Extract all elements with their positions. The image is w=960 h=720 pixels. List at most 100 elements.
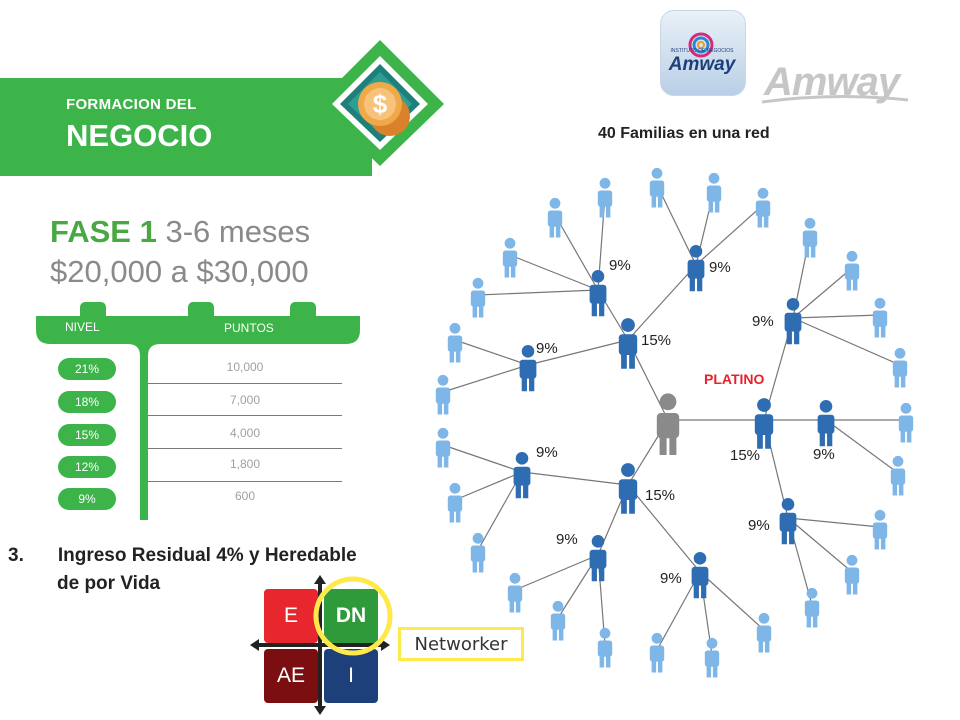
levels-table-frame: [36, 302, 360, 520]
person-icon: [844, 250, 860, 291]
table-header-level: NIVEL: [65, 320, 100, 334]
person-icon: [618, 318, 638, 369]
person-icon: [892, 347, 908, 388]
network-link: [792, 267, 853, 319]
amway-badge-icon: [688, 32, 714, 58]
person-icon: [547, 197, 563, 238]
platino-label: PLATINO: [704, 371, 765, 387]
network-link: [514, 554, 599, 591]
person-icon: [649, 167, 665, 208]
person-icon: [618, 463, 638, 514]
points-value: 600: [234, 489, 256, 503]
percent-label: 9%: [536, 340, 558, 357]
network-link: [695, 204, 764, 266]
quadrant-e: E: [264, 589, 318, 643]
network-link: [656, 571, 701, 651]
network-link: [527, 339, 629, 366]
person-icon: [872, 297, 888, 338]
highlight-circle: [313, 576, 393, 656]
network-link: [792, 314, 881, 319]
level-pill: 12%: [58, 456, 116, 478]
income-line-1: Ingreso Residual 4% y Heredable: [57, 545, 357, 566]
quadrant-i: I: [324, 649, 378, 703]
points-value: 4,000: [229, 426, 261, 440]
person-icon: [435, 374, 451, 415]
network-title: 40 Familias en una red: [598, 125, 770, 142]
person-icon: [691, 552, 709, 599]
person-icon: [649, 632, 665, 673]
person-icon: [817, 400, 835, 447]
network-link: [699, 571, 765, 631]
dollar-coin-icon: $: [316, 40, 444, 166]
level-pill: 18%: [58, 391, 116, 413]
person-icon: [755, 187, 771, 228]
income-number: 3.: [8, 545, 24, 566]
points-value: 10,000: [226, 360, 264, 374]
person-icon: [844, 554, 860, 595]
platino-person-icon: [656, 393, 680, 455]
level-pill: 9%: [58, 488, 116, 510]
person-icon: [597, 627, 613, 668]
person-icon: [754, 398, 774, 449]
amway-institute-logo: [660, 10, 746, 96]
level-pill: 21%: [58, 358, 116, 380]
network-link: [454, 339, 529, 366]
person-icon: [597, 177, 613, 218]
person-icon: [470, 532, 486, 573]
network-link: [627, 264, 697, 341]
percent-label: 9%: [660, 570, 682, 587]
person-icon: [706, 172, 722, 213]
table-divider: [148, 481, 342, 482]
person-icon: [589, 270, 607, 317]
percent-label: 9%: [748, 517, 770, 534]
income-line-2: de por Vida: [57, 573, 161, 594]
network-link: [627, 484, 701, 573]
banner-subtitle: FORMACION DEL: [66, 96, 197, 113]
phase-heading: FASE 1 3-6 meses: [50, 214, 310, 250]
points-value: 1,800: [229, 457, 261, 471]
network-link: [825, 419, 899, 474]
percent-label: 15%: [645, 487, 676, 504]
network-link: [787, 517, 853, 573]
table-divider: [148, 415, 342, 416]
person-icon: [519, 345, 537, 392]
network-link: [454, 471, 523, 501]
person-icon: [470, 277, 486, 318]
percent-label: 9%: [609, 257, 631, 274]
person-icon: [447, 322, 463, 363]
percent-label: 9%: [536, 444, 558, 461]
person-icon: [784, 298, 802, 345]
network-link: [521, 471, 629, 486]
percent-label: 9%: [813, 446, 835, 463]
person-icon: [550, 600, 566, 641]
points-value: 7,000: [229, 393, 261, 407]
quadrant-dn: DN: [324, 589, 378, 643]
person-icon: [890, 455, 906, 496]
person-icon: [898, 402, 914, 443]
banner-title: NEGOCIO: [66, 118, 213, 153]
table-header-points: PUNTOS: [224, 321, 274, 335]
wordmark-swoosh: [761, 94, 909, 104]
person-icon: [704, 637, 720, 678]
svg-text:$: $: [373, 89, 388, 119]
network-link: [509, 254, 599, 291]
person-icon: [513, 452, 531, 499]
section-banner: [0, 78, 372, 176]
person-icon: [687, 245, 705, 292]
person-icon: [779, 498, 797, 545]
level-pill: 15%: [58, 424, 116, 446]
badge-text: Amway: [668, 54, 736, 75]
percent-label: 9%: [556, 531, 578, 548]
percent-label: 9%: [709, 259, 731, 276]
person-icon: [804, 587, 820, 628]
badge-subtext: INSTITUTO DE NEGOCIOS: [670, 48, 734, 54]
person-icon: [435, 427, 451, 468]
network-link: [442, 444, 523, 473]
percent-label: 15%: [641, 332, 672, 349]
person-icon: [756, 612, 772, 653]
person-icon: [447, 482, 463, 523]
network-link: [477, 289, 599, 296]
quadrant-ae: AE: [264, 649, 318, 703]
networker-label: Networker: [398, 627, 524, 661]
table-divider: [148, 448, 342, 449]
